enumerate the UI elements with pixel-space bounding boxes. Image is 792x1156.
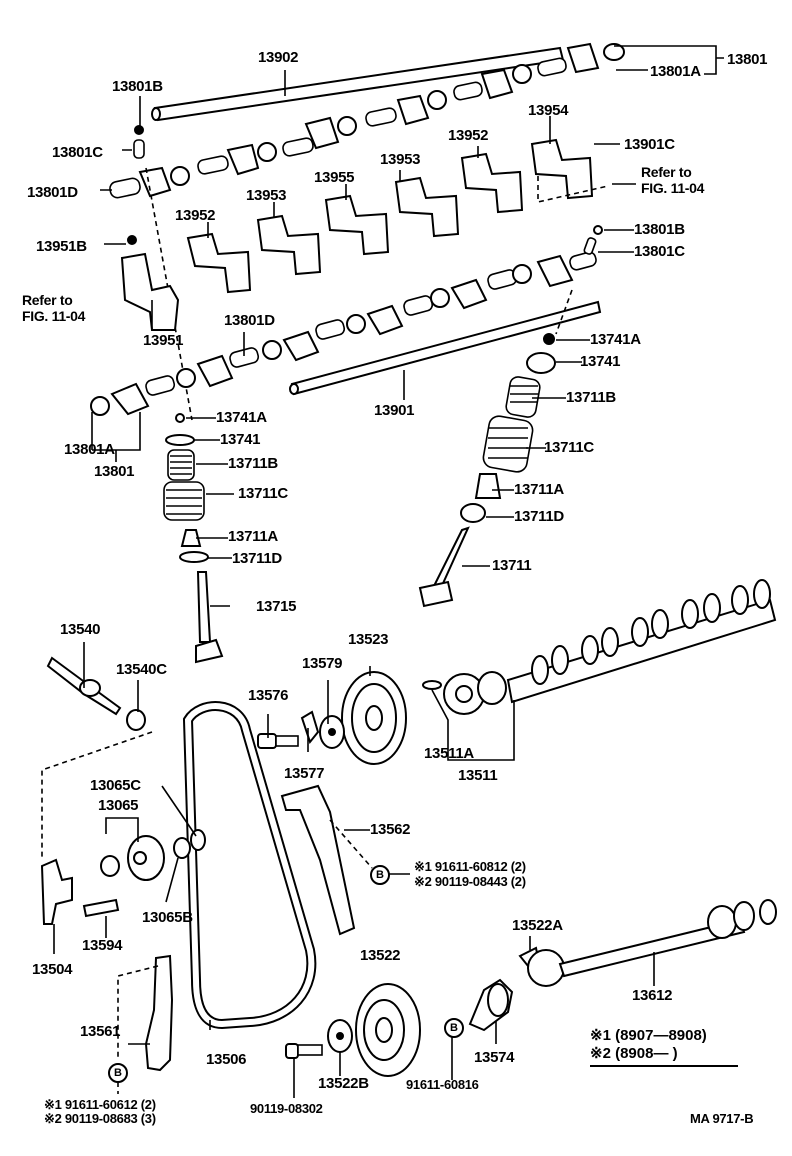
label-13504: 13504 — [32, 961, 73, 978]
label-13506: 13506 — [206, 1051, 247, 1068]
label-13522A: 13522A — [512, 917, 563, 934]
label-13711B-right: 13711B — [566, 389, 616, 406]
timing-belt — [182, 701, 317, 1030]
label-13711: 13711 — [492, 557, 532, 574]
label-13579: 13579 — [302, 655, 343, 672]
label-13711A-left: 13711A — [228, 528, 278, 545]
bolt-note-right-1: ※1 91611-60812 (2) — [414, 859, 526, 874]
label-13801-left: 13801 — [94, 463, 135, 480]
bolt-marker-b-right: B — [370, 865, 390, 885]
label-13741A-left: 13741A — [216, 409, 267, 426]
label-90119-08302: 90119-08302 — [250, 1101, 323, 1116]
label-13711C-left: 13711C — [238, 485, 288, 502]
label-13711A-right: 13711A — [514, 481, 564, 498]
label-13953-left: 13953 — [246, 187, 287, 204]
bolt-note-left-2: ※2 90119-08683 (3) — [44, 1111, 156, 1126]
timing-belt-guide-lower — [144, 954, 174, 1072]
label-13511: 13511 — [458, 767, 498, 784]
camshaft-timing-pulley — [257, 671, 407, 765]
lower-rocker-shaft — [289, 289, 602, 396]
legend-line-2: ※2 (8908— ) — [590, 1045, 678, 1062]
label-13902: 13902 — [258, 49, 299, 66]
legend-line-1: ※1 (8907—8908) — [590, 1027, 707, 1044]
crankshaft-timing-pulley — [285, 983, 497, 1098]
label-13951B: 13951B — [36, 238, 87, 255]
camshaft-bearing-caps — [120, 138, 609, 331]
label-13540C: 13540C — [116, 661, 167, 678]
label-13711D-left: 13711D — [232, 550, 282, 567]
label-13741-right: 13741 — [580, 353, 621, 370]
label-13901C: 13901C — [624, 136, 675, 153]
label-13801B-left: 13801B — [112, 78, 163, 95]
label-13540: 13540 — [60, 621, 101, 638]
label-13711C-right: 13711C — [544, 439, 594, 456]
label-13511A: 13511A — [424, 745, 474, 762]
oil-pump-drive-gear — [468, 899, 777, 1032]
bolt-marker-b-left: B — [108, 1063, 128, 1083]
label-13741-left: 13741 — [220, 431, 261, 448]
refer-note-left: Refer to FIG. 11-04 — [22, 292, 86, 324]
label-13901: 13901 — [374, 402, 415, 419]
label-13801-top: 13801 — [727, 51, 768, 68]
label-13801D-left: 13801D — [27, 184, 78, 201]
label-13522: 13522 — [360, 947, 401, 964]
timing-belt-tensioner — [40, 858, 73, 925]
bolt-note-right-2: ※2 90119-08443 (2) — [414, 874, 526, 889]
figure-code: MA 9717-B — [690, 1111, 754, 1126]
label-13952-right: 13952 — [448, 127, 489, 144]
refer-note-right: Refer to FIG. 11-04 — [641, 164, 705, 196]
label-13065: 13065 — [98, 797, 139, 814]
label-91611-60816: 91611-60816 — [406, 1077, 479, 1092]
label-13801D-mid: 13801D — [224, 312, 275, 329]
timing-belt-guide — [280, 784, 356, 936]
label-13065C: 13065C — [90, 777, 141, 794]
label-13801A-left: 13801A — [64, 441, 115, 458]
label-13711B-left: 13711B — [228, 455, 278, 472]
label-13612: 13612 — [632, 987, 673, 1004]
production-date-legend: ※1 (8907—8908) ※2 (8908— ) — [590, 1027, 738, 1067]
label-13711D-right: 13711D — [514, 508, 564, 525]
label-13523: 13523 — [348, 631, 389, 648]
label-13951: 13951 — [143, 332, 184, 349]
upper-rocker-row — [109, 42, 625, 199]
label-13594: 13594 — [82, 937, 123, 954]
label-13522B: 13522B — [318, 1075, 369, 1092]
lower-rocker-row — [90, 225, 603, 416]
label-13952-left: 13952 — [175, 207, 216, 224]
label-13561: 13561 — [80, 1023, 121, 1040]
label-13801C-right: 13801C — [634, 243, 685, 260]
label-13801A-top: 13801A — [650, 63, 701, 80]
label-13577: 13577 — [284, 765, 325, 782]
label-13954: 13954 — [528, 102, 569, 119]
label-13065B: 13065B — [142, 909, 193, 926]
label-13562: 13562 — [370, 821, 411, 838]
label-13801C-left: 13801C — [52, 144, 103, 161]
label-13574: 13574 — [474, 1049, 515, 1066]
idler-pulley — [100, 785, 206, 903]
label-13715: 13715 — [256, 598, 297, 615]
label-13576: 13576 — [248, 687, 289, 704]
bolt-marker-b-lower: B — [444, 1018, 464, 1038]
left-valve-assembly — [163, 413, 224, 664]
label-13801B-right: 13801B — [634, 221, 685, 238]
label-13955: 13955 — [314, 169, 355, 186]
label-13741A-right: 13741A — [590, 331, 641, 348]
camshaft — [422, 579, 777, 761]
bolt-note-left-1: ※1 91611-60612 (2) — [44, 1097, 156, 1112]
right-valve-assembly — [418, 333, 556, 608]
label-13953-right: 13953 — [380, 151, 421, 168]
callout-lines — [83, 45, 724, 1045]
